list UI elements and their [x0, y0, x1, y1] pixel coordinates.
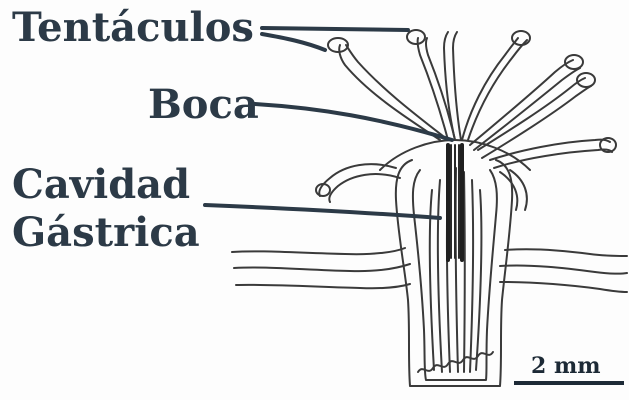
- tentacle-right-bottom-b: [500, 172, 517, 210]
- tentacle-right-low-b: [494, 150, 612, 168]
- leader-line-tentaculos: [262, 28, 408, 30]
- tentacle-tip-center-left: [407, 30, 425, 44]
- tissue-layer-right-3: [500, 282, 627, 292]
- label-boca: Boca: [148, 85, 259, 125]
- tentacle-right-mid: [478, 78, 585, 150]
- tentacle-center-b: [453, 32, 461, 140]
- septum-5: [464, 172, 465, 372]
- tentacle-right-upper: [470, 60, 573, 145]
- base-filaments: [418, 352, 493, 372]
- leader-line-boca: [255, 104, 452, 140]
- septum-7: [476, 190, 481, 370]
- tissue-layer-right: [505, 249, 627, 256]
- scale-bar-label: 2 mm: [531, 353, 601, 379]
- tissue-layer-right-2: [500, 265, 627, 273]
- label-cavidad-gastrica-line2: Gástrica: [12, 213, 200, 253]
- leader-line-tentaculos-b: [262, 34, 325, 50]
- tissue-layer-left: [232, 248, 405, 254]
- septum-2: [438, 180, 442, 372]
- septum-6: [470, 180, 473, 372]
- tentacle-center-left-b: [426, 38, 455, 140]
- tissue-layer-left-2: [234, 264, 410, 271]
- leader-line-cavidad: [205, 205, 440, 218]
- tissue-layer-left-3: [236, 284, 410, 288]
- pharynx-fill: [451, 145, 459, 258]
- label-tentaculos: Tentáculos: [12, 8, 254, 48]
- tentacle-left-low-b: [329, 174, 400, 202]
- tentacle-tip-center-right: [512, 31, 530, 45]
- tentacle-right-upper-b: [474, 68, 580, 150]
- label-cavidad-gastrica-line1: Cavidad: [12, 165, 190, 205]
